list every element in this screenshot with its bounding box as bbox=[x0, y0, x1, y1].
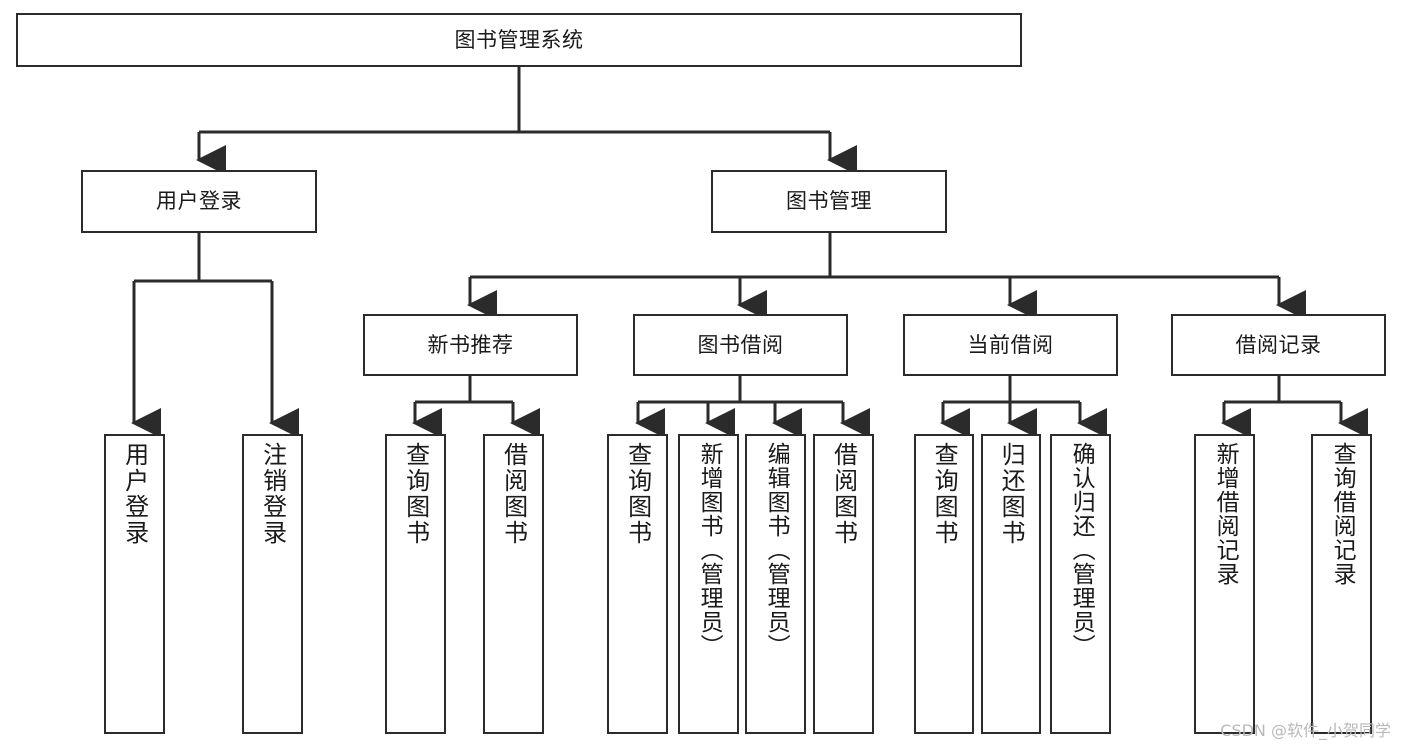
leaf-return-book-label: 归还图书 bbox=[997, 442, 1026, 546]
leaf-confirm-return-admin[interactable]: 确认归还（管理员） bbox=[1050, 434, 1111, 734]
leaf-user-login-label: 用户登录 bbox=[120, 442, 149, 546]
leaf-search-book-current-label: 查询图书 bbox=[930, 442, 959, 546]
leaf-borrow-book-borrow-label: 借阅图书 bbox=[829, 442, 858, 546]
leaf-search-borrow-record-label: 查询借阅记录 bbox=[1329, 442, 1356, 586]
leaf-search-book-newbook[interactable]: 查询图书 bbox=[385, 434, 446, 734]
leaf-borrow-book-borrow[interactable]: 借阅图书 bbox=[813, 434, 874, 734]
node-new-book-recommend-label: 新书推荐 bbox=[427, 332, 514, 357]
leaf-search-book-borrow[interactable]: 查询图书 bbox=[607, 434, 668, 734]
node-book-management-label: 图书管理 bbox=[786, 189, 872, 214]
node-root-label: 图书管理系统 bbox=[454, 27, 584, 52]
leaf-user-login[interactable]: 用户登录 bbox=[104, 434, 165, 734]
watermark-text: CSDN @软件_小贺同学 bbox=[1220, 721, 1391, 740]
leaf-borrow-book-newbook[interactable]: 借阅图书 bbox=[483, 434, 544, 734]
leaf-logout-label: 注销登录 bbox=[258, 442, 287, 546]
node-user-login[interactable]: 用户登录 bbox=[81, 170, 317, 233]
leaf-edit-book-admin[interactable]: 编辑图书（管理员） bbox=[745, 434, 806, 734]
node-borrow-record-label: 借阅记录 bbox=[1235, 332, 1322, 357]
leaf-add-book-admin[interactable]: 新增图书（管理员） bbox=[678, 434, 739, 734]
node-borrow-record[interactable]: 借阅记录 bbox=[1171, 314, 1386, 376]
leaf-return-book[interactable]: 归还图书 bbox=[981, 434, 1041, 734]
node-book-management[interactable]: 图书管理 bbox=[711, 170, 947, 233]
node-new-book-recommend[interactable]: 新书推荐 bbox=[363, 314, 578, 376]
leaf-add-book-admin-label: 新增图书（管理员） bbox=[696, 442, 723, 658]
leaf-search-borrow-record[interactable]: 查询借阅记录 bbox=[1311, 434, 1372, 734]
leaf-confirm-return-admin-label: 确认归还（管理员） bbox=[1068, 442, 1095, 658]
node-current-borrow-label: 当前借阅 bbox=[967, 332, 1054, 357]
leaf-search-book-current[interactable]: 查询图书 bbox=[914, 434, 974, 734]
leaf-search-book-newbook-label: 查询图书 bbox=[401, 442, 430, 546]
node-root[interactable]: 图书管理系统 bbox=[16, 13, 1022, 67]
leaf-borrow-book-newbook-label: 借阅图书 bbox=[499, 442, 528, 546]
node-current-borrow[interactable]: 当前借阅 bbox=[903, 314, 1118, 376]
leaf-edit-book-admin-label: 编辑图书（管理员） bbox=[763, 442, 790, 658]
leaf-search-book-borrow-label: 查询图书 bbox=[623, 442, 652, 546]
node-book-borrow[interactable]: 图书借阅 bbox=[633, 314, 848, 376]
leaf-add-borrow-record-label: 新增借阅记录 bbox=[1212, 442, 1239, 586]
node-user-login-label: 用户登录 bbox=[156, 189, 242, 214]
node-book-borrow-label: 图书借阅 bbox=[697, 332, 784, 357]
leaf-logout[interactable]: 注销登录 bbox=[242, 434, 303, 734]
leaf-add-borrow-record[interactable]: 新增借阅记录 bbox=[1194, 434, 1255, 734]
